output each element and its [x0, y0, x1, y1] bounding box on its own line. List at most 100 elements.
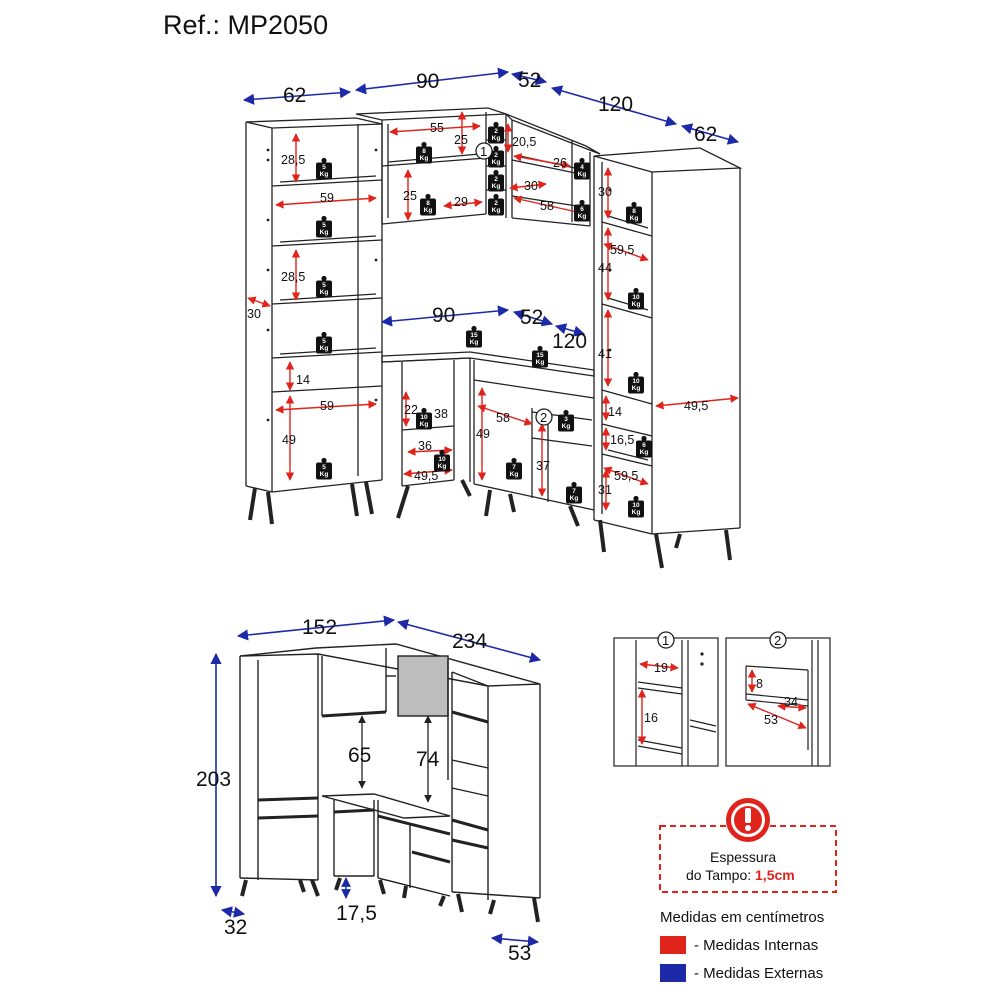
svg-text:Kg: Kg [320, 229, 329, 236]
glass-door [397, 655, 449, 717]
weight-icon: 4Kg [574, 157, 590, 180]
svg-text:10: 10 [632, 294, 640, 301]
svg-text:2: 2 [494, 152, 498, 159]
dim-lt-28-5-b: 28,5 [281, 270, 305, 284]
dim-cu-20-5: 20,5 [512, 135, 536, 149]
front-view-dimension-labels: 152 234 203 65 74 17,5 32 53 [196, 616, 531, 965]
detail-1: 1 19 16 [613, 631, 719, 767]
svg-text:5: 5 [322, 338, 326, 345]
dim-cu-30: 30 [524, 179, 538, 193]
svg-text:Kg: Kg [492, 159, 501, 166]
detail-2-dim-53: 53 [764, 713, 778, 727]
svg-text:10: 10 [438, 456, 446, 463]
dim-front-74: 74 [416, 748, 440, 771]
weight-icon: 8Kg [416, 141, 432, 164]
dim-uc-29: 29 [454, 195, 468, 209]
front-view-dimension-lines [210, 615, 542, 947]
callout-2: 2 [535, 408, 553, 426]
dim-rt-44: 44 [598, 261, 612, 275]
legend-title: Medidas em centímetros [660, 909, 824, 926]
external-dimension-lines [242, 67, 740, 337]
dim-lt-14: 14 [296, 373, 310, 387]
dim-bl-38: 38 [434, 407, 448, 421]
dim-rt-41: 41 [598, 347, 612, 361]
svg-text:Kg: Kg [578, 213, 587, 220]
detail-2: 2 8 34 53 [725, 631, 831, 767]
dim-bc-58: 58 [496, 411, 510, 425]
dim-bc-49: 49 [476, 427, 490, 441]
svg-text:Kg: Kg [320, 171, 329, 178]
dim-bl-36: 36 [418, 439, 432, 453]
weight-icon: 5Kg [316, 275, 332, 298]
svg-text:Kg: Kg [562, 423, 571, 430]
svg-text:Kg: Kg [640, 449, 649, 456]
svg-text:2: 2 [494, 176, 498, 183]
svg-text:Kg: Kg [632, 301, 641, 308]
svg-text:Kg: Kg [492, 183, 501, 190]
dim-ext-120: 120 [598, 93, 633, 116]
svg-text:3: 3 [564, 416, 568, 423]
dim-front-17-5: 17,5 [336, 902, 377, 925]
svg-text:5: 5 [322, 464, 326, 471]
svg-text:5: 5 [322, 164, 326, 171]
dim-uc-25-a: 25 [454, 133, 468, 147]
svg-text:4: 4 [580, 164, 584, 171]
weight-icon: 6Kg [574, 199, 590, 222]
legend-internal-label: - Medidas Internas [694, 937, 818, 954]
dim-front-203: 203 [196, 768, 231, 791]
svg-text:Kg: Kg [438, 463, 447, 470]
svg-text:5: 5 [322, 222, 326, 229]
detail-1-dim-19: 19 [654, 661, 668, 675]
dim-bc-37: 37 [536, 459, 550, 473]
dim-base-120: 120 [552, 330, 587, 353]
front-view-furniture [239, 643, 541, 923]
dim-front-152: 152 [302, 616, 337, 639]
internal-dimension-labels: 28,5 59 28,5 14 59 49 30 55 25 25 29 20,… [247, 121, 708, 497]
svg-text:Kg: Kg [424, 207, 433, 214]
external-dimension-labels: 62 90 52 120 62 90 52 120 [283, 69, 717, 353]
dim-lt-59-a: 59 [320, 191, 334, 205]
notice-line-2: do Tampo: 1,5cm [686, 867, 795, 883]
weight-icon: 2Kg [488, 121, 504, 144]
dim-base-52: 52 [520, 306, 543, 329]
dim-lt-49: 49 [282, 433, 296, 447]
svg-text:Kg: Kg [420, 155, 429, 162]
internal-dimension-lines [247, 111, 739, 511]
detail-2-label: 2 [774, 633, 781, 648]
left-tower-top [245, 117, 383, 129]
dim-rt-31: 31 [598, 483, 612, 497]
dim-uc-55: 55 [430, 121, 444, 135]
svg-text:Kg: Kg [578, 171, 587, 178]
detail-callout-icon [535, 408, 553, 426]
dim-base-90: 90 [432, 304, 455, 327]
reference-title: Ref.: MP2050 [163, 10, 329, 40]
svg-text:15: 15 [536, 352, 544, 359]
dim-ext-62-left: 62 [283, 84, 306, 107]
dim-front-53: 53 [508, 942, 531, 965]
weight-icon: 7Kg [506, 457, 522, 480]
svg-text:Kg: Kg [570, 495, 579, 502]
svg-text:Kg: Kg [510, 471, 519, 478]
svg-text:Kg: Kg [492, 135, 501, 142]
dim-uc-25-b: 25 [403, 189, 417, 203]
weight-icon: 8Kg [626, 201, 642, 224]
dim-front-234: 234 [452, 630, 487, 653]
dim-lt-side-30: 30 [247, 307, 261, 321]
dim-cu-58: 58 [540, 199, 554, 213]
dim-ext-90: 90 [416, 70, 439, 93]
weight-icon: 2Kg [488, 145, 504, 168]
callout-1: 1 [475, 142, 493, 160]
dim-cu-26: 26 [553, 156, 567, 170]
weight-icon: 5Kg [316, 157, 332, 180]
svg-text:5: 5 [322, 282, 326, 289]
weight-icon: 5Kg [316, 457, 332, 480]
weight-icon: 8Kg [420, 193, 436, 216]
svg-text:Kg: Kg [632, 509, 641, 516]
dim-rt-side-49-5: 49,5 [684, 399, 708, 413]
svg-text:8: 8 [422, 148, 426, 155]
